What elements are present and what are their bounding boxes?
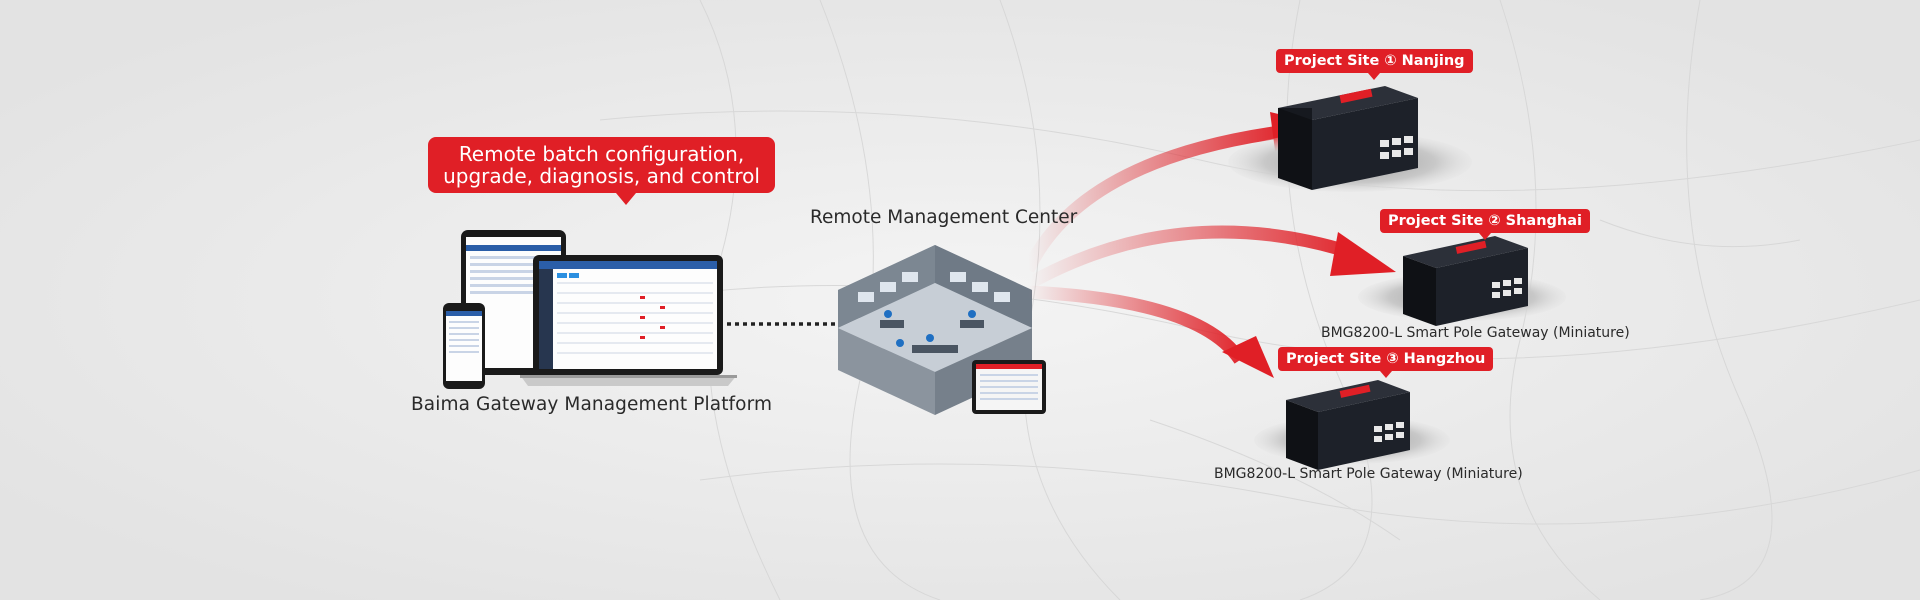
arrowhead-shanghai [1330, 232, 1396, 276]
arrow-shanghai [1026, 225, 1352, 289]
site-tag-shanghai: Project Site ② Shanghai [1380, 209, 1591, 240]
site-tag-hangzhou: Project Site ③ Hangzhou [1278, 347, 1494, 378]
gateway-device-icon [1358, 236, 1566, 326]
phone-icon [443, 303, 485, 389]
gateway-device-icon [1228, 86, 1472, 192]
gateway-label-hangzhou: BMG8200-L Smart Pole Gateway (Miniature) [1214, 466, 1523, 482]
laptop-icon [520, 255, 737, 386]
arrow-nanjing [1022, 125, 1281, 273]
callout-line-1: Remote batch configuration, [458, 142, 745, 166]
callout-line-2: upgrade, diagnosis, and control [443, 164, 760, 188]
arrowhead-hangzhou [1222, 336, 1274, 378]
gateway-label-shanghai: BMG8200-L Smart Pole Gateway (Miniature) [1321, 325, 1630, 341]
control-room-icon [838, 245, 1046, 415]
platform-label: Baima Gateway Management Platform [411, 394, 773, 415]
site-tag-nanjing: Project Site ① Nanjing [1276, 49, 1473, 80]
gateway-device-icon [1254, 380, 1450, 470]
center-label: Remote Management Center [810, 207, 1078, 228]
feature-callout: Remote batch configuration, upgrade, dia… [428, 137, 775, 205]
arrow-hangzhou [1027, 285, 1246, 364]
